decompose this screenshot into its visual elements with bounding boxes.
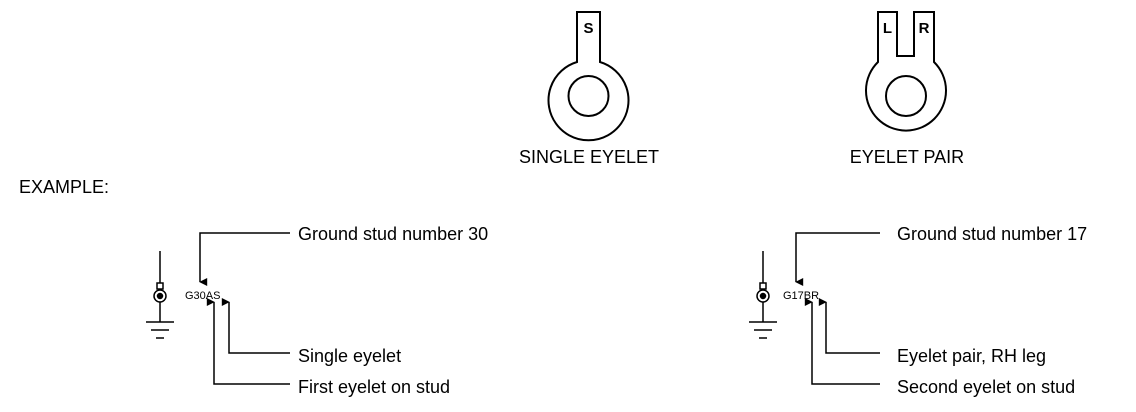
label-position-1: First eyelet on stud bbox=[298, 377, 450, 397]
label-position-2: Second eyelet on stud bbox=[897, 377, 1075, 397]
ground-symbol-2 bbox=[749, 251, 777, 339]
callout-lines-2 bbox=[795, 232, 880, 385]
eyelet-pair-tab-right: R bbox=[919, 20, 930, 37]
ground-symbol-1 bbox=[146, 251, 174, 339]
label-stud-1: Ground stud number 30 bbox=[298, 224, 488, 244]
eyelet-pair-tab-left: L bbox=[883, 20, 892, 37]
single-eyelet-icon bbox=[547, 11, 630, 142]
label-stud-2: Ground stud number 17 bbox=[897, 224, 1087, 244]
ground-code-1: G30AS bbox=[185, 290, 220, 302]
label-type-1: Single eyelet bbox=[298, 346, 401, 366]
eyelet-pair-icon bbox=[865, 11, 947, 132]
example-heading: EXAMPLE: bbox=[19, 177, 109, 197]
ground-code-2: G17BR bbox=[783, 290, 819, 302]
single-eyelet-caption: SINGLE EYELET bbox=[519, 147, 659, 167]
callout-lines-1 bbox=[199, 232, 290, 385]
label-type-2: Eyelet pair, RH leg bbox=[897, 346, 1046, 366]
single-eyelet-tab-letter: S bbox=[583, 20, 593, 37]
eyelet-pair-caption: EYELET PAIR bbox=[850, 147, 964, 167]
